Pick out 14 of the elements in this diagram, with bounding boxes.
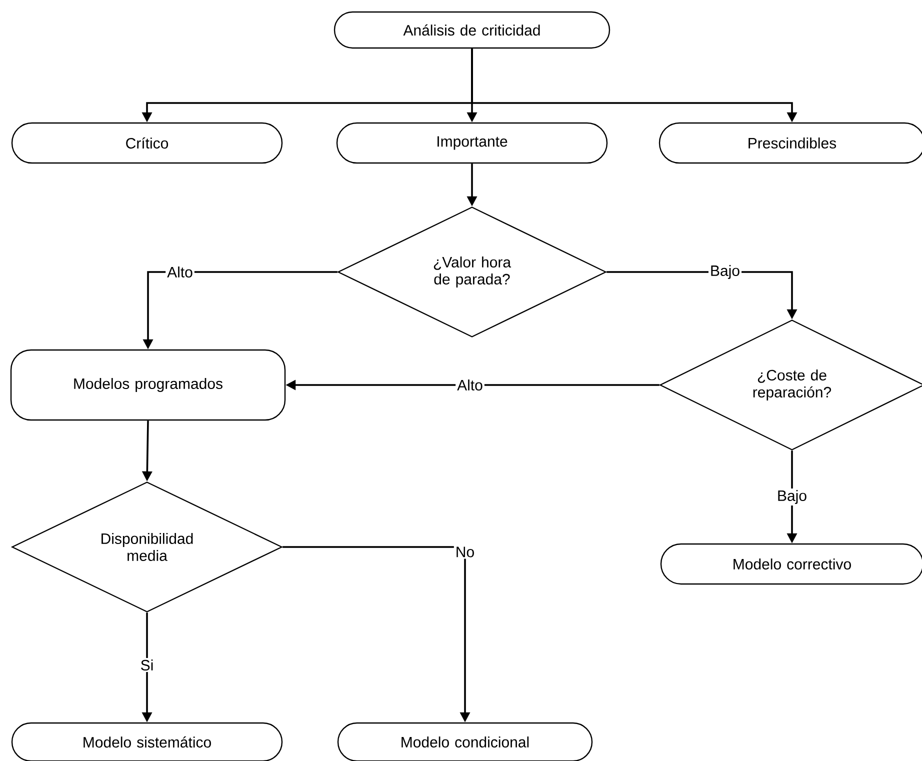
edge-label: Alto — [456, 378, 484, 392]
process-box: Modelos programados — [10, 349, 286, 421]
process-box: Análisis de criticidad — [334, 11, 610, 49]
edge-label: No — [454, 545, 476, 559]
process-box: Modelo correctivo — [660, 543, 922, 585]
process-box: Importante — [336, 122, 608, 164]
edge-label: Si — [138, 658, 156, 672]
edge-label: Bajo — [708, 264, 742, 280]
process-box: Modelo condicional — [337, 722, 593, 761]
process-box: Modelo sistemático — [11, 722, 283, 761]
edge-label: Alto — [166, 265, 194, 279]
process-box: Crítico — [11, 122, 283, 164]
edge-label: Bajo — [776, 488, 808, 506]
process-box: Prescindibles — [658, 122, 922, 164]
